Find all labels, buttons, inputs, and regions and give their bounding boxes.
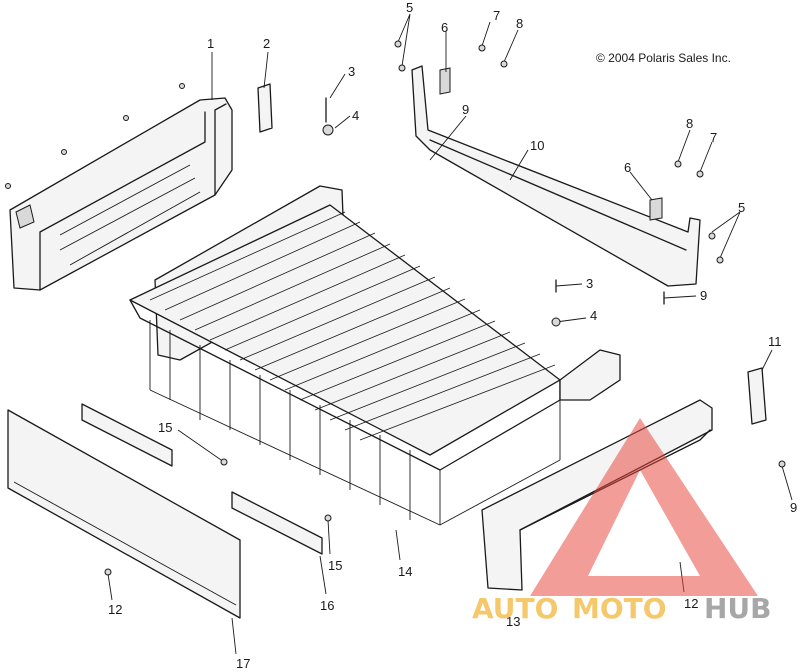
tag-part-11	[747, 367, 767, 425]
callout-15a: 15	[158, 420, 172, 435]
watermark-moto: MOTO	[572, 592, 667, 625]
watermark-triangle	[530, 418, 758, 596]
copyright-text: © 2004 Polaris Sales Inc.	[596, 51, 731, 65]
callout-14: 14	[398, 564, 412, 579]
callout-3b: 3	[586, 276, 593, 291]
strip-part-16-a	[81, 403, 173, 467]
cargo-box-part-14	[129, 185, 621, 526]
left-side-panel	[9, 97, 233, 291]
callout-7b: 7	[710, 130, 717, 145]
watermark-auto: AUTO	[472, 592, 558, 625]
callout-11: 11	[768, 334, 782, 349]
callout-12a: 12	[108, 602, 122, 617]
callouts: 1 2 3 4 5 6 7 8 9 10 8 7 6 5 3 9 4 11 9 …	[108, 0, 797, 671]
callout-9c: 9	[790, 500, 797, 515]
hardware-bits	[5, 40, 786, 576]
watermark-hub: HUB	[704, 592, 772, 625]
front-rail-part-10	[411, 65, 701, 287]
callout-9b: 9	[700, 288, 707, 303]
callout-4: 4	[352, 108, 359, 123]
callout-12b: 12	[684, 596, 698, 611]
bracket-part-2	[257, 83, 273, 133]
callout-3: 3	[348, 64, 355, 79]
tailgate-plate-part-17	[7, 409, 241, 619]
strip-part-16-b	[231, 491, 323, 555]
callout-8: 8	[516, 16, 523, 31]
callout-4b: 4	[590, 308, 597, 323]
callout-9: 9	[462, 102, 469, 117]
callout-6b: 6	[624, 160, 631, 175]
callout-5: 5	[406, 0, 413, 15]
watermark-logo: AUTO MOTO HUB	[472, 418, 772, 625]
callout-7: 7	[493, 8, 500, 23]
callout-5b: 5	[738, 200, 745, 215]
callout-1: 1	[207, 36, 214, 51]
callout-10: 10	[530, 138, 544, 153]
callout-8b: 8	[686, 116, 693, 131]
callout-6: 6	[441, 20, 448, 35]
callout-17: 17	[236, 656, 250, 671]
callout-13: 13	[506, 614, 520, 629]
leader-lines	[107, 13, 793, 655]
nut-part-4-top	[322, 124, 334, 136]
callout-15b: 15	[328, 558, 342, 573]
callout-16: 16	[320, 598, 334, 613]
callout-2: 2	[263, 36, 270, 51]
